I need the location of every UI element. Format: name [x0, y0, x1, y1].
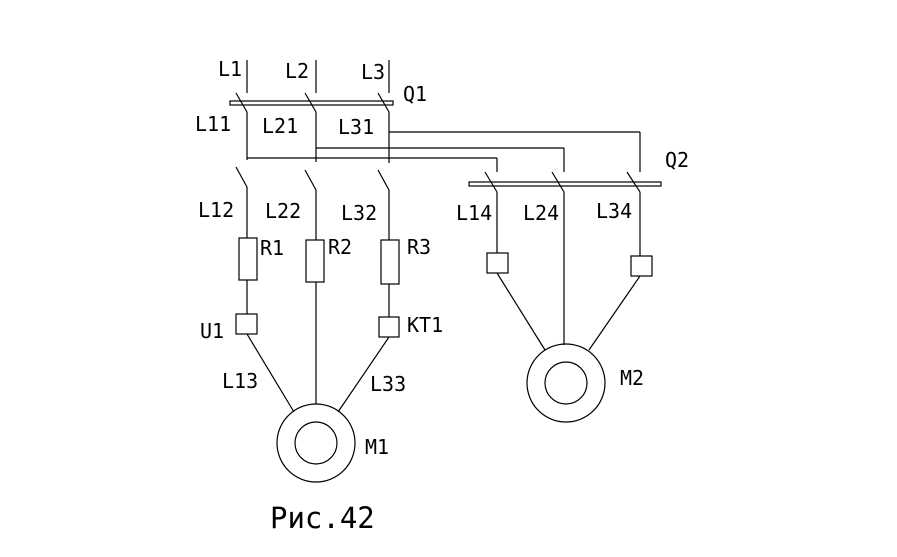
relay-kt1 [378, 316, 400, 338]
left-branch-wires [246, 187, 390, 240]
label-l14: L14 [456, 201, 492, 225]
label-l21: L21 [262, 114, 298, 138]
label-r3: R3 [407, 235, 431, 259]
left-branch-lower-wires [246, 280, 390, 404]
label-l33: L33 [370, 372, 406, 396]
motor-m1-leads [246, 333, 390, 413]
label-l1: L1 [218, 57, 242, 81]
resistor-r1 [238, 237, 258, 281]
switch-row-2 [235, 166, 390, 191]
label-l13: L13 [222, 369, 258, 393]
label-u1: U1 [200, 319, 224, 343]
label-l2: L2 [285, 59, 309, 83]
figure-caption: Рис.42 [270, 501, 375, 535]
label-l24: L24 [523, 201, 559, 225]
label-l32: L32 [341, 201, 377, 225]
label-q2: Q2 [665, 148, 689, 172]
breaker-q1 [229, 60, 394, 113]
label-q1: Q1 [403, 82, 427, 106]
contact-l14 [486, 252, 509, 274]
motor-m2 [526, 343, 606, 423]
wires-l11-l21-l31 [246, 112, 390, 163]
right-branch-wires [496, 192, 641, 345]
motor-m2-leads [496, 272, 641, 351]
device-u1 [235, 313, 258, 335]
label-l31: L31 [338, 115, 374, 139]
contact-l34 [630, 255, 653, 277]
resistor-r3 [380, 239, 400, 285]
label-m2: M2 [620, 366, 644, 390]
label-l12: L12 [198, 198, 234, 222]
label-l34: L34 [596, 199, 632, 223]
label-l22: L22 [265, 199, 301, 223]
label-m1: M1 [365, 435, 389, 459]
label-r1: R1 [260, 236, 284, 260]
label-l11: L11 [195, 112, 231, 136]
breaker-q2 [468, 171, 662, 193]
motor-m1 [276, 403, 356, 483]
branch-wires-to-q2 [247, 131, 641, 172]
label-kt1: KT1 [407, 313, 443, 337]
label-r2: R2 [328, 235, 352, 259]
label-l3: L3 [361, 60, 385, 84]
resistor-r2 [305, 239, 325, 283]
